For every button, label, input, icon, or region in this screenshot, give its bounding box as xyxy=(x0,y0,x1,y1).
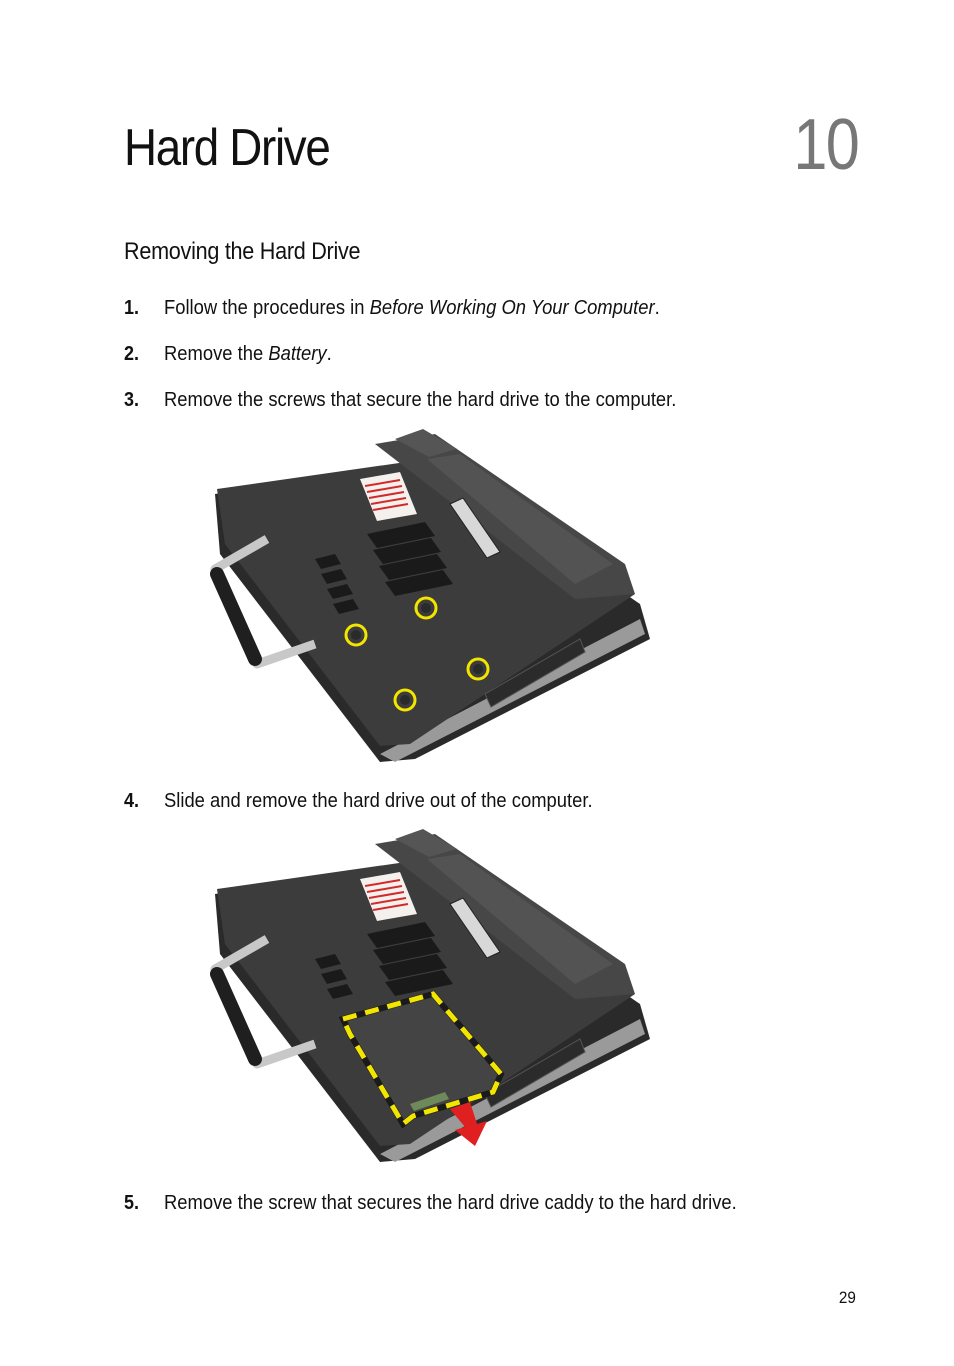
chapter-title: Hard Drive xyxy=(124,119,331,177)
laptop-underside-hard-drive-removal-illustration xyxy=(210,829,650,1162)
step-text-before: Remove the xyxy=(164,343,269,365)
step-number: 2. xyxy=(124,343,140,365)
step-text: Remove the screws that secure the hard d… xyxy=(164,389,677,411)
step-text-before: Follow the procedures in xyxy=(164,297,370,319)
before-working-link[interactable]: Before Working On Your Computer xyxy=(369,297,655,319)
laptop-hard-drive-removal-figure xyxy=(195,824,655,1164)
section-heading: Removing the Hard Drive xyxy=(124,238,361,265)
step-number: 3. xyxy=(124,389,140,411)
step-text: Follow the procedures in Before Working … xyxy=(164,296,660,320)
laptop-underside-screws-illustration xyxy=(210,429,650,762)
step-text-after: . xyxy=(326,343,332,365)
laptop-underside-screws-figure xyxy=(195,424,655,764)
step-text: Remove the screw that secures the hard d… xyxy=(164,1192,737,1214)
chapter-number: 10 xyxy=(793,105,859,185)
step-text: Remove the Battery. xyxy=(164,342,332,366)
step-text: Slide and remove the hard drive out of t… xyxy=(164,790,593,812)
step-number: 4. xyxy=(124,790,140,812)
step-number: 5. xyxy=(124,1192,140,1214)
battery-link[interactable]: Battery xyxy=(268,343,327,365)
page-number: 29 xyxy=(838,1288,856,1307)
step-number: 1. xyxy=(124,297,140,319)
step-text-after: . xyxy=(654,297,660,319)
